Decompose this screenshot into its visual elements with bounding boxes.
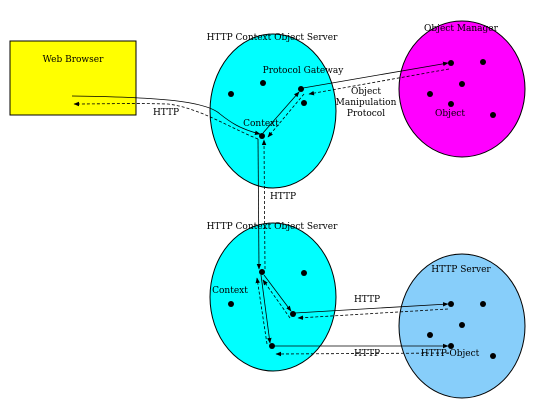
http-server-dot bbox=[448, 301, 454, 307]
http-lower-label: HTTP bbox=[354, 349, 380, 359]
object-manager-label: Object Manager bbox=[424, 24, 499, 34]
omp-label-line1: Object bbox=[351, 87, 381, 97]
gateway-context-arrow bbox=[267, 93, 305, 138]
omp-label-line3: Protocol bbox=[347, 109, 385, 119]
context-gateway-arrow bbox=[262, 91, 300, 134]
dot bbox=[301, 270, 307, 276]
object-dot bbox=[448, 101, 454, 107]
object-gateway-arrow bbox=[308, 68, 450, 96]
protocol-gateway-label: Protocol Gateway bbox=[263, 66, 345, 76]
http-object-label: HTTP-Object bbox=[421, 349, 480, 359]
context-server-top-ellipse bbox=[209, 33, 337, 189]
web-browser-label: Web Browser bbox=[43, 55, 104, 65]
web-browser-box bbox=[9, 40, 137, 116]
dot bbox=[480, 301, 486, 307]
dot bbox=[427, 91, 433, 97]
http-vertical-label: HTTP bbox=[270, 192, 296, 202]
dot bbox=[480, 59, 486, 65]
dot bbox=[459, 322, 465, 328]
http-server-label: HTTP Server bbox=[431, 265, 491, 275]
dot bbox=[490, 112, 496, 118]
dot bbox=[459, 81, 465, 87]
http-upper-label: HTTP bbox=[354, 295, 380, 305]
dot bbox=[269, 343, 275, 349]
http-upper-request-arrow bbox=[294, 302, 449, 314]
context-dot-arrow bbox=[263, 274, 292, 312]
context-up-arrow bbox=[261, 139, 267, 270]
gateway-dot bbox=[298, 86, 304, 92]
dot bbox=[427, 332, 433, 338]
dot bbox=[301, 100, 307, 106]
http-upper-response-arrow bbox=[297, 308, 449, 320]
gateway-object-arrow bbox=[302, 61, 449, 89]
http-lower-response-arrow bbox=[275, 351, 450, 357]
context-top-label: Context bbox=[243, 119, 279, 129]
object-label: Object bbox=[435, 109, 465, 119]
dot bbox=[260, 80, 266, 86]
object-manager-ellipse bbox=[398, 20, 526, 158]
server-top-title: HTTP Context Object Server bbox=[207, 33, 339, 43]
context-down-arrow bbox=[256, 138, 262, 270]
context-bottom-dot bbox=[259, 269, 265, 275]
connectors bbox=[71, 61, 450, 357]
dot2-context-arrow bbox=[255, 277, 268, 345]
dot bbox=[228, 91, 234, 97]
http-browser-label: HTTP bbox=[153, 108, 179, 118]
omp-label-line2: Manipulation bbox=[336, 98, 397, 108]
context-bottom-label: Context bbox=[212, 286, 248, 296]
dot bbox=[290, 311, 296, 317]
object-manager-dot bbox=[448, 60, 454, 66]
browser-request-arrow bbox=[71, 95, 261, 135]
browser-response-arrow bbox=[73, 101, 259, 140]
labels: Web Browser HTTP Context Object Server P… bbox=[43, 24, 499, 359]
object-dots bbox=[228, 59, 496, 359]
dot bbox=[490, 353, 496, 359]
context-dot2-arrow bbox=[260, 274, 272, 344]
context-server-bottom-ellipse bbox=[209, 222, 337, 372]
dot bbox=[228, 301, 234, 307]
dot-context-arrow bbox=[262, 279, 291, 319]
http-object-dot bbox=[448, 343, 454, 349]
server-bottom-title: HTTP Context Object Server bbox=[207, 222, 339, 232]
